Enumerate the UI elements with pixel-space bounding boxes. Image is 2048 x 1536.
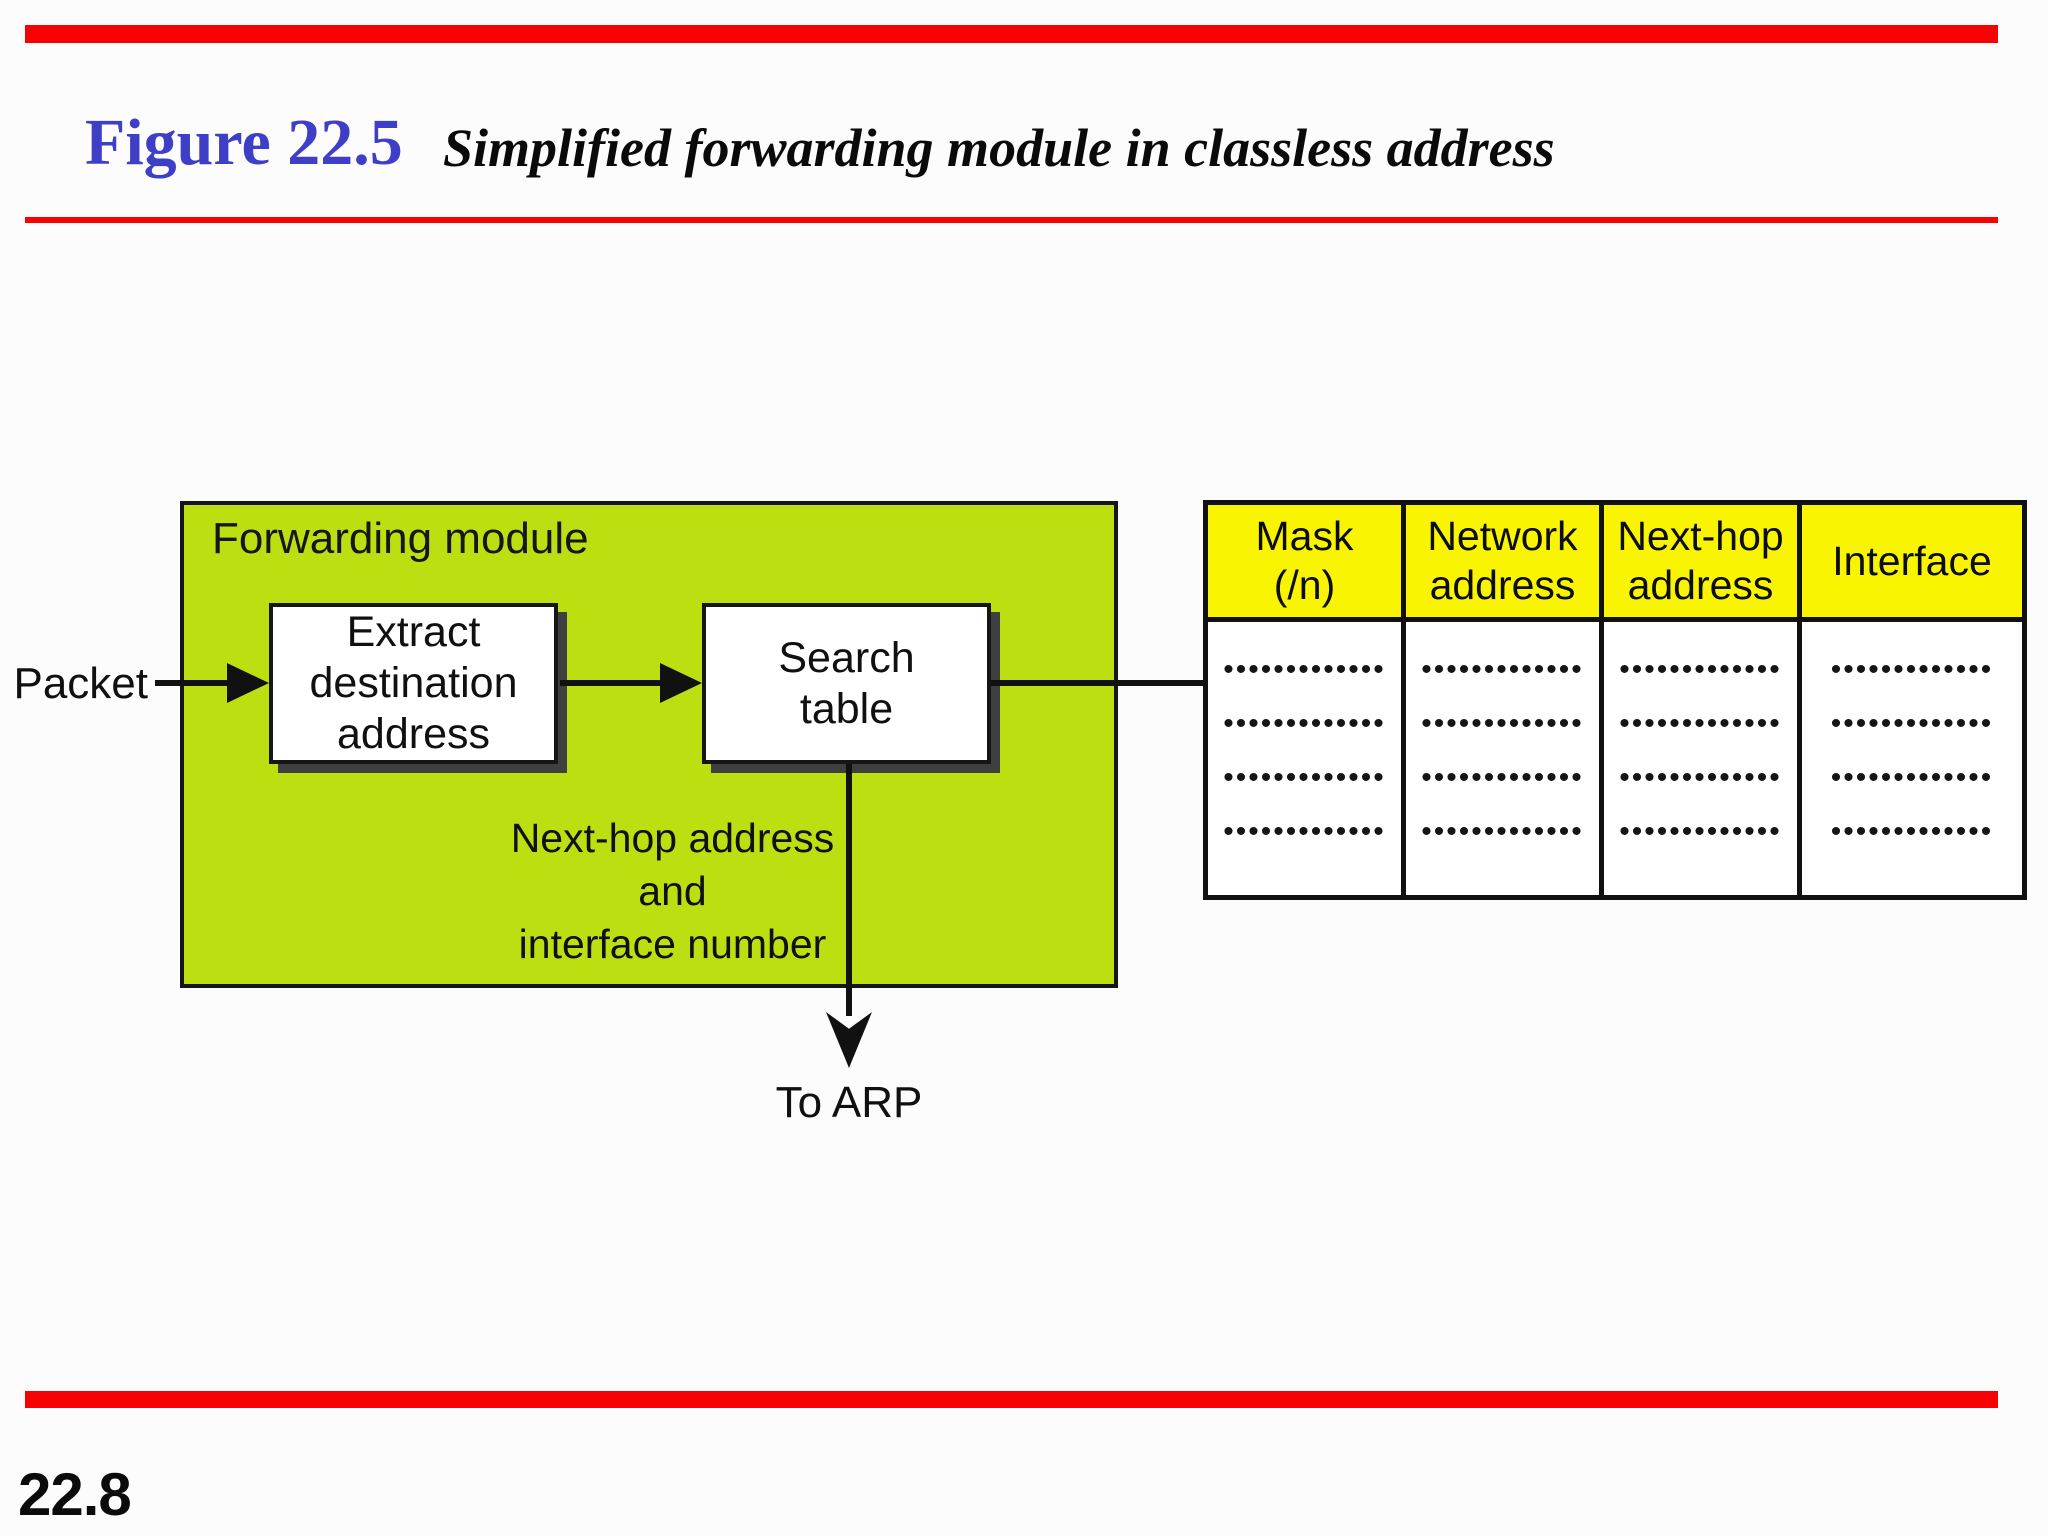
column-header-mask: Mask (/n) — [1208, 505, 1401, 622]
dotted-row: ••••••••••••• — [1421, 761, 1584, 794]
dotted-row: ••••••••••••• — [1830, 815, 1994, 848]
search-table-box: Search table — [702, 603, 991, 764]
dotted-row: ••••••••••••• — [1223, 815, 1386, 848]
arrow-right-icon — [227, 663, 269, 703]
next-hop-note-line-2: and — [638, 868, 707, 914]
to-arp-label: To ARP — [775, 1078, 923, 1127]
figure-label: Figure 22.5 — [85, 106, 403, 179]
search-box-line-2: table — [799, 684, 894, 733]
next-hop-note-line-1: Next-hop address — [510, 815, 835, 861]
dotted-row: ••••••••••••• — [1830, 761, 1994, 794]
dotted-row: ••••••••••••• — [1619, 761, 1782, 794]
table-column-next-hop-address: Next-hop address ••••••••••••• •••••••••… — [1604, 505, 1802, 895]
column-header-next-hop-address: Next-hop address — [1604, 505, 1797, 622]
figure-title: Simplified forwarding module in classles… — [443, 118, 1555, 178]
arrow-down-icon — [826, 1012, 872, 1068]
table-column-interface: Interface ••••••••••••• ••••••••••••• ••… — [1802, 505, 2022, 895]
dotted-row: ••••••••••••• — [1421, 707, 1584, 740]
dotted-row: ••••••••••••• — [1619, 815, 1782, 848]
search-to-arp-line — [846, 764, 852, 1016]
table-column-mask: Mask (/n) ••••••••••••• ••••••••••••• ••… — [1208, 505, 1406, 895]
search-to-table-line — [990, 680, 1208, 686]
column-body-interface: ••••••••••••• ••••••••••••• ••••••••••••… — [1802, 622, 2022, 895]
dotted-row: ••••••••••••• — [1223, 653, 1386, 686]
next-hop-note: Next-hop address and interface number — [500, 812, 845, 971]
table-column-network-address: Network address ••••••••••••• ••••••••••… — [1406, 505, 1604, 895]
dotted-row: ••••••••••••• — [1223, 707, 1386, 740]
bottom-red-bar — [25, 1391, 1998, 1408]
forwarding-module-label: Forwarding module — [212, 514, 589, 563]
dotted-row: ••••••••••••• — [1421, 653, 1584, 686]
title-underline — [25, 217, 1998, 223]
column-body-mask: ••••••••••••• ••••••••••••• ••••••••••••… — [1208, 622, 1401, 895]
extract-to-search-line — [560, 680, 664, 686]
arrow-right-icon — [660, 663, 702, 703]
dotted-row: ••••••••••••• — [1830, 653, 1994, 686]
extract-box-line-1: Extract — [346, 608, 481, 656]
column-body-next-hop-address: ••••••••••••• ••••••••••••• ••••••••••••… — [1604, 622, 1797, 895]
extract-box-line-2: destination — [309, 659, 518, 707]
column-body-network-address: ••••••••••••• ••••••••••••• ••••••••••••… — [1406, 622, 1599, 895]
dotted-row: ••••••••••••• — [1223, 761, 1386, 794]
dotted-row: ••••••••••••• — [1619, 707, 1782, 740]
dotted-row: ••••••••••••• — [1619, 653, 1782, 686]
column-header-network-address: Network address — [1406, 505, 1599, 622]
packet-arrow-line — [155, 680, 231, 686]
packet-label: Packet — [13, 659, 148, 708]
routing-table: Mask (/n) ••••••••••••• ••••••••••••• ••… — [1203, 500, 2027, 900]
dotted-row: ••••••••••••• — [1421, 815, 1584, 848]
dotted-row: ••••••••••••• — [1830, 707, 1994, 740]
search-box-line-1: Search — [778, 633, 915, 682]
next-hop-note-line-3: interface number — [518, 921, 827, 967]
page-number: 22.8 — [18, 1461, 132, 1528]
column-header-interface: Interface — [1802, 505, 2022, 622]
top-red-bar — [25, 25, 1998, 43]
extract-box-line-3: address — [337, 710, 490, 758]
extract-destination-box: Extract destination address — [269, 603, 558, 764]
